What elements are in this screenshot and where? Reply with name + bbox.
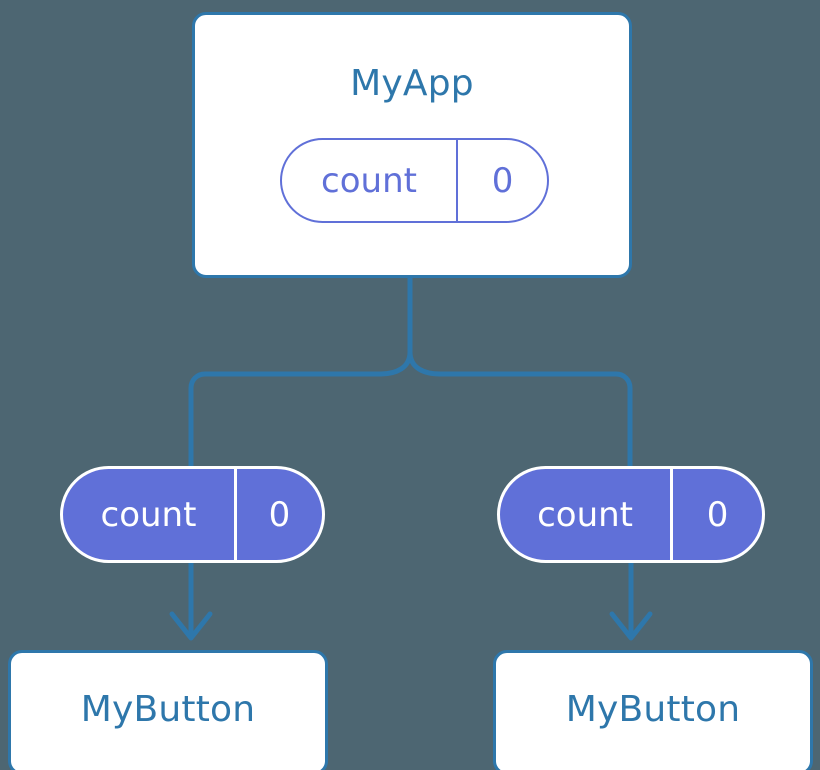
branch-connector-left	[188, 351, 413, 466]
state-value-label: 0	[456, 140, 547, 221]
state-pill-child-right[interactable]: count 0	[497, 466, 765, 563]
arrow-head-right-icon	[609, 611, 653, 641]
state-value-label: 0	[233, 469, 322, 560]
child-component-label: MyButton	[80, 689, 256, 730]
component-box-child-left[interactable]: MyButton	[8, 650, 328, 770]
state-key-label: count	[100, 494, 197, 535]
arrow-head-left-icon	[169, 611, 213, 641]
root-component-label: MyApp	[350, 63, 474, 104]
state-value-label: 0	[670, 469, 762, 560]
state-key-label: count	[321, 160, 417, 201]
component-box-child-right[interactable]: MyButton	[493, 650, 813, 770]
branch-connector	[407, 278, 633, 466]
child-component-label: MyButton	[565, 689, 741, 730]
state-key-label: count	[537, 494, 634, 535]
component-box-root[interactable]: MyApp count 0	[192, 12, 632, 278]
state-pill-root[interactable]: count 0	[280, 138, 549, 223]
state-pill-child-left[interactable]: count 0	[60, 466, 325, 563]
